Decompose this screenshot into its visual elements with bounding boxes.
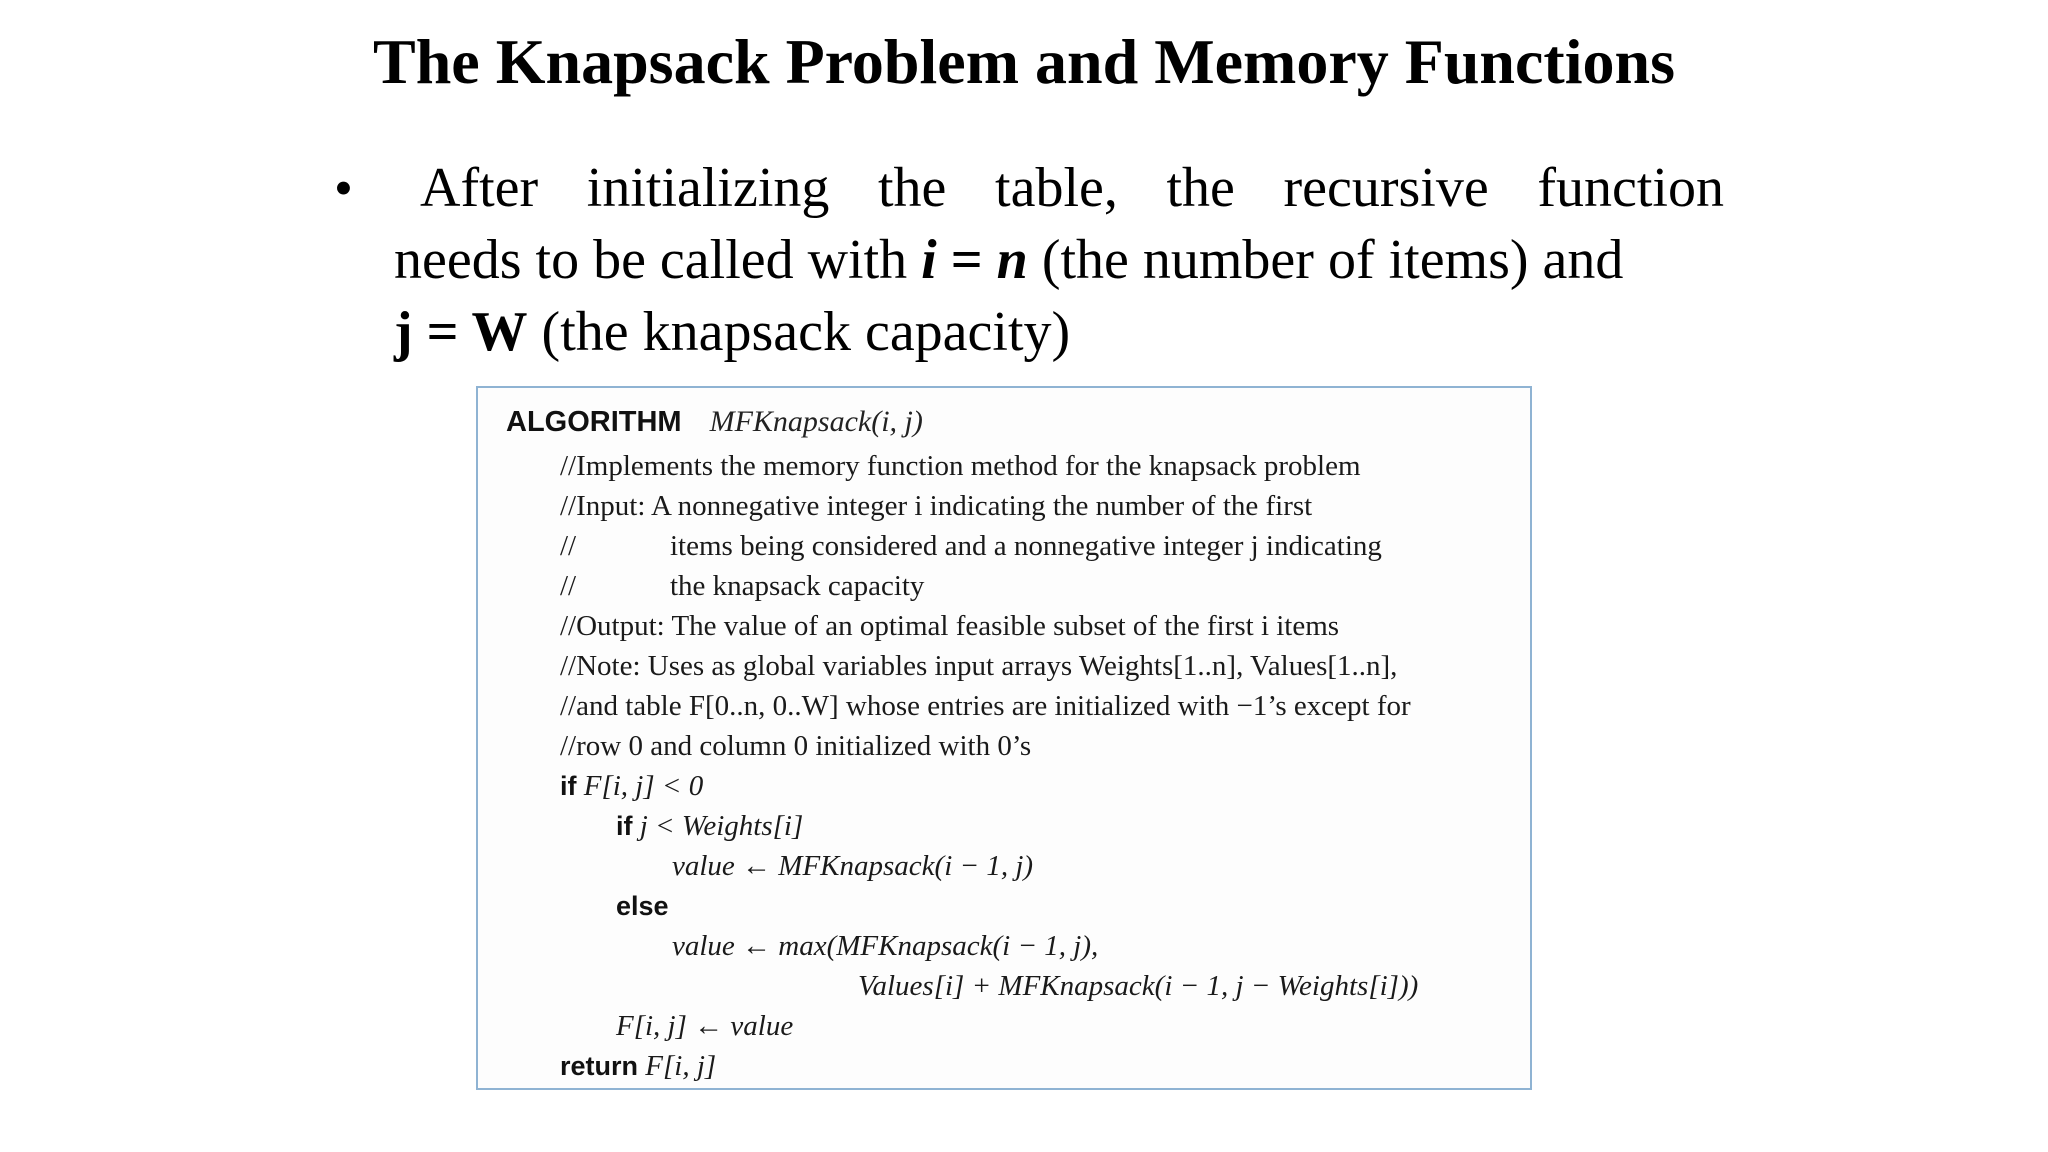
bullet-line-2: needs to be called with i = n (the numbe… [394, 224, 1724, 296]
return-expression: F[i, j] [645, 1050, 717, 1082]
comment-line: // [560, 570, 577, 602]
bullet-line-3: j = W (the knapsack capacity) [394, 296, 1724, 368]
code-store-value: F[i, j] ← value [616, 1010, 794, 1042]
comment-line: // [560, 530, 577, 562]
code-assign-value: value ← MFKnapsack(i − 1, j) [672, 850, 1034, 882]
code-else: else [616, 886, 669, 926]
equals-sign: = [936, 229, 997, 291]
bullet-text-segment: (the number of items) and [1027, 229, 1624, 291]
algorithm-signature: MFKnapsack(i, j) [709, 405, 923, 438]
capacity-expression: j = W [394, 301, 528, 363]
variable-i: i [921, 229, 937, 291]
if-condition: F[i, j] < 0 [583, 770, 704, 802]
comment-line: //row 0 and column 0 initialized with 0’… [560, 730, 1032, 762]
bullet-text: After initializing the table, the recurs… [394, 152, 1724, 368]
if-keyword: if [560, 771, 577, 801]
comment-line: //Input: A nonnegative integer i indicat… [560, 490, 1313, 522]
if-keyword: if [616, 811, 633, 841]
bullet-word: initializing [586, 157, 830, 219]
bullet-line-1: After initializing the table, the recurs… [394, 152, 1724, 224]
slide-title: The Knapsack Problem and Memory Function… [373, 26, 1675, 97]
algorithm-keyword: ALGORITHM [506, 406, 682, 438]
code-assign-max-continued: Values[i] + MFKnapsack(i − 1, j − Weight… [858, 970, 1419, 1002]
code-if-outer: if F[i, j] < 0 [560, 766, 703, 806]
bullet-text-segment: (the knapsack capacity) [527, 301, 1071, 363]
bullet-word: table, [995, 157, 1118, 219]
bullet-text-segment: needs to be called with [394, 229, 922, 291]
comment-line: //Implements the memory function method … [560, 450, 1361, 482]
if-condition: j < Weights[i] [639, 810, 804, 842]
bullet-marker: • [334, 158, 353, 218]
bullet-word: function [1537, 157, 1724, 219]
comment-line: //Note: Uses as global variables input a… [560, 650, 1398, 682]
algorithm-header: ALGORITHM MFKnapsack(i, j) [506, 402, 923, 442]
code-assign-max: value ← max(MFKnapsack(i − 1, j), [672, 930, 1099, 962]
comment-line: //Output: The value of an optimal feasib… [560, 610, 1340, 642]
code-return: return F[i, j] [560, 1046, 716, 1086]
else-keyword: else [616, 891, 669, 921]
algorithm-figure: ALGORITHM MFKnapsack(i, j) //Implements t… [476, 386, 1532, 1090]
comment-line: the knapsack capacity [670, 570, 925, 602]
variable-n: n [996, 229, 1028, 291]
bullet-word: After [420, 157, 539, 219]
return-keyword: return [560, 1051, 639, 1081]
comment-line: //and table F[0..n, 0..W] whose entries … [560, 690, 1411, 722]
code-if-inner: if j < Weights[i] [616, 806, 803, 846]
comment-line: items being considered and a nonnegative… [670, 530, 1382, 562]
bullet-word: the [1166, 157, 1235, 219]
bullet-word: recursive [1283, 157, 1489, 219]
bullet-word: the [878, 157, 947, 219]
